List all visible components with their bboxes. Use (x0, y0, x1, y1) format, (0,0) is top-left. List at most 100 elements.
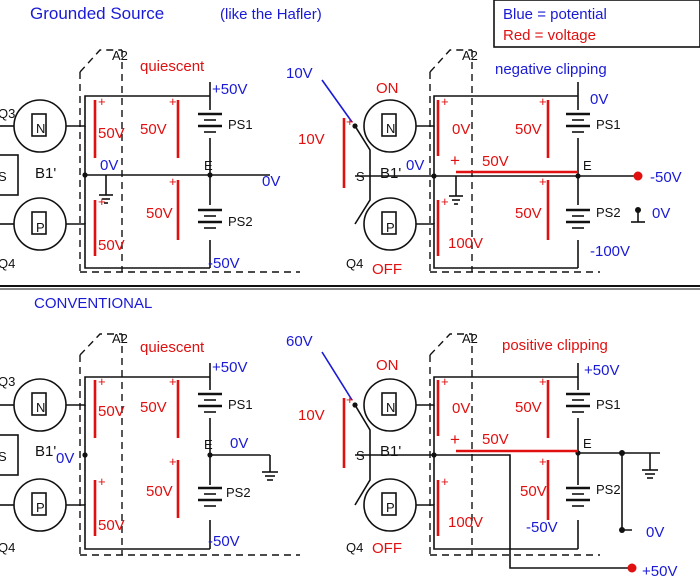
battery-ps2 (196, 208, 224, 230)
label-q3: Q3 (0, 106, 15, 121)
panel-bottom-right: A2 positive clipping Q4 N P ON OFF S B1' (286, 331, 677, 580)
pot-gnd: 0V (652, 205, 670, 222)
svg-text:P: P (386, 500, 395, 515)
svg-text:P: P (386, 220, 395, 235)
label-e: E (204, 437, 213, 452)
label-on: ON (376, 357, 399, 374)
v-q4: 100V (448, 235, 483, 252)
v-q3: 50V (98, 125, 125, 142)
svg-text:+: + (169, 94, 177, 109)
panel-top-left: A2 quiescent Q3 Q4 N P S B1' PS1 PS2 E (0, 48, 300, 273)
label-q3: Q3 (0, 374, 15, 389)
label-b1: B1' (35, 443, 56, 460)
label-ps2: PS2 (596, 205, 621, 220)
output-node (627, 563, 637, 573)
legend-blue: Blue = potential (503, 6, 607, 23)
svg-text:+: + (98, 94, 106, 109)
pot-mid: 0V (406, 157, 424, 174)
v-gate: 10V (298, 407, 325, 424)
svg-text:+: + (441, 194, 449, 209)
label-ps1: PS1 (228, 117, 253, 132)
svg-text:+: + (98, 194, 106, 209)
pot-gnd: 0V (646, 524, 664, 541)
svg-text:+: + (346, 392, 354, 407)
v-ps1: 50V (515, 399, 542, 416)
battery-ps1 (564, 112, 592, 134)
label-ps1: PS1 (596, 397, 621, 412)
v-ps1: 50V (515, 121, 542, 138)
v-ps2: 50V (520, 483, 547, 500)
pot-bot: -100V (590, 243, 630, 260)
svg-text:+: + (169, 374, 177, 389)
label-s: S (0, 449, 7, 464)
tag-a2: A2 (112, 331, 128, 346)
svg-text:+: + (441, 474, 449, 489)
legend-box: Blue = potential Red = voltage (493, 0, 700, 48)
pot-out: 0V (262, 173, 280, 190)
v-ps1: 50V (140, 399, 167, 416)
svg-text:P: P (36, 220, 45, 235)
pot-out: -50V (650, 169, 682, 186)
v-ps2: 50V (515, 205, 542, 222)
pot-top: +50V (212, 359, 247, 376)
svg-text:+: + (539, 374, 547, 389)
label-b1: B1' (35, 165, 56, 182)
v-rail: 50V (482, 153, 509, 170)
svg-text:+: + (441, 94, 449, 109)
tag-a2: A2 (462, 48, 478, 63)
label-q4: Q4 (0, 256, 15, 271)
label-off: OFF (372, 540, 402, 557)
svg-text:+: + (98, 374, 106, 389)
panel-top-right: A2 negative clipping Q4 N P ON OFF S B1'… (286, 48, 682, 278)
label-q4: Q4 (0, 540, 15, 555)
pot-top: +50V (212, 81, 247, 98)
svg-text:+: + (169, 174, 177, 189)
label-s: S (0, 169, 7, 184)
label-ps2: PS2 (596, 482, 621, 497)
label-ps2: PS2 (228, 214, 253, 229)
label-ps1: PS1 (228, 397, 253, 412)
bottom-title: CONVENTIONAL (34, 295, 152, 312)
state-label: negative clipping (495, 61, 607, 78)
label-off: OFF (372, 261, 402, 278)
v-ps1: 50V (140, 121, 167, 138)
label-s: S (356, 448, 365, 463)
svg-text:N: N (36, 400, 45, 415)
svg-text:+: + (539, 94, 547, 109)
pot-e: 0V (230, 435, 248, 452)
state-label: positive clipping (502, 337, 608, 354)
pot-gate: 60V (286, 333, 313, 350)
svg-text:+: + (539, 174, 547, 189)
battery-ps1 (196, 392, 224, 414)
svg-text:+: + (539, 454, 547, 469)
label-s: S (356, 169, 365, 184)
label-ps1: PS1 (596, 117, 621, 132)
battery-ps1 (564, 392, 592, 414)
battery-ps2 (564, 208, 592, 230)
v-q3: 0V (452, 400, 470, 417)
panel-bottom-left: A2 quiescent Q3 Q4 N P S B1' PS1 PS2 E (0, 331, 300, 556)
pot-out: +50V (642, 563, 677, 580)
svg-text:N: N (386, 121, 395, 136)
label-q4: Q4 (346, 256, 363, 271)
label-on: ON (376, 80, 399, 97)
v-q3: 0V (452, 121, 470, 138)
label-e: E (583, 158, 592, 173)
label-e: E (583, 436, 592, 451)
top-subtitle: (like the Hafler) (220, 6, 322, 23)
v-q4: 100V (448, 514, 483, 531)
legend-red: Red = voltage (503, 27, 596, 44)
label-ps2: PS2 (226, 485, 251, 500)
state-label: quiescent (140, 58, 205, 75)
label-e: E (204, 158, 213, 173)
pot-gate: 10V (286, 65, 313, 82)
svg-text:N: N (36, 121, 45, 136)
svg-text:+: + (169, 454, 177, 469)
pot-bot: -50V (208, 533, 240, 550)
label-b1: B1' (380, 165, 401, 182)
pot-bot: -50V (208, 255, 240, 272)
pot-mid: 0V (100, 157, 118, 174)
svg-text:+: + (98, 474, 106, 489)
label-b1: B1' (380, 443, 401, 460)
